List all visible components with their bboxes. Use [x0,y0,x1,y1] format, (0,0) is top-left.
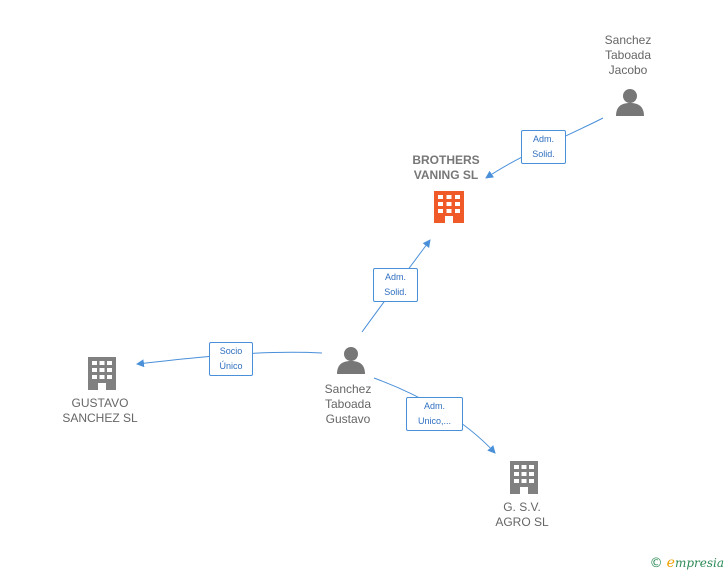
copyright-symbol: © [649,556,663,571]
node-label-sanchez-taboada-jacobo[interactable]: Sanchez Taboada Jacobo [604,33,652,77]
edge-label-socio-unico: Socio Único [209,342,253,376]
node-label-gsv-agro-sl[interactable]: G. S.V. AGRO SL [495,500,549,529]
building-icon[interactable] [510,461,538,494]
empresia-logo[interactable]: ©empresia [650,555,724,571]
person-icon[interactable] [337,347,365,374]
brand-initial: e [666,555,675,571]
person-icon[interactable] [616,89,644,116]
node-label-brothers-vaning[interactable]: BROTHERS VANING SL [412,153,480,182]
building-icon[interactable] [88,357,116,390]
building-icon[interactable] [434,191,464,223]
node-label-sanchez-taboada-gustavo[interactable]: Sanchez Taboada Gustavo [324,382,372,426]
edge-label-adm-unico: Adm. Unico,... [406,397,463,431]
edge-label-adm-solid: Adm. Solid. [521,130,566,164]
edge-label-adm-solid: Adm. Solid. [373,268,418,302]
node-label-gustavo-sanchez-sl[interactable]: GUSTAVO SANCHEZ SL [62,396,138,425]
brand-name: mpresia [674,556,724,570]
